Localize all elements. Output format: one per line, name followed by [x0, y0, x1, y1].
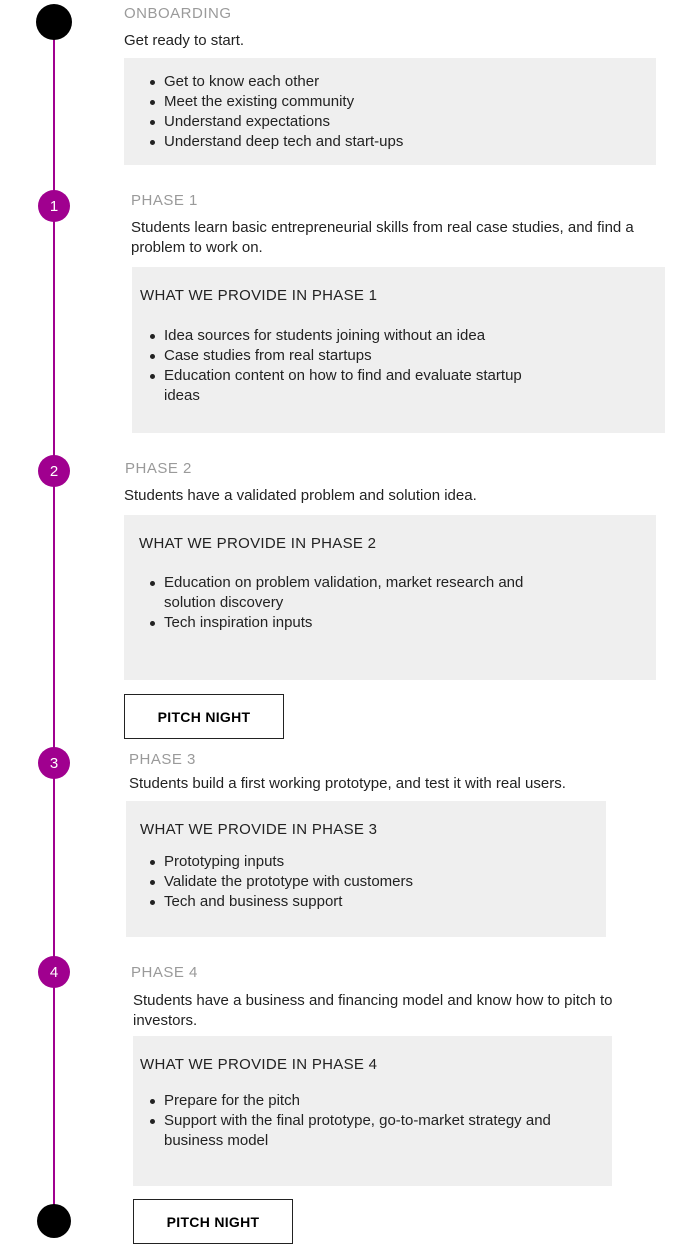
pitch-night-button[interactable]: PITCH NIGHT — [124, 694, 284, 739]
list-item: Get to know each other — [148, 72, 403, 92]
phase-2-box-title: WHAT WE PROVIDE IN PHASE 2 — [139, 535, 377, 552]
list-item: Tech and business support — [148, 892, 413, 912]
onboarding-list: Get to know each other Meet the existing… — [148, 72, 403, 152]
list-item: Meet the existing community — [148, 92, 403, 112]
list-item: Prototyping inputs — [148, 852, 413, 872]
phase-3-list: Prototyping inputs Validate the prototyp… — [148, 852, 413, 912]
phase-3-box-title: WHAT WE PROVIDE IN PHASE 3 — [140, 821, 378, 838]
phase-4-marker: 4 — [38, 956, 70, 988]
onboarding-description: Get ready to start. — [124, 32, 245, 49]
list-item: Idea sources for students joining withou… — [148, 326, 528, 346]
phase-2-list: Education on problem validation, market … — [148, 573, 568, 633]
phase-4-description: Students have a business and financing m… — [133, 992, 613, 1029]
phase-1-box-title: WHAT WE PROVIDE IN PHASE 1 — [140, 287, 378, 304]
phase-3-box: WHAT WE PROVIDE IN PHASE 3 Prototyping i… — [126, 801, 606, 937]
list-item: Validate the prototype with customers — [148, 872, 413, 892]
list-item: Education on problem validation, market … — [148, 573, 568, 613]
phase-2-box: WHAT WE PROVIDE IN PHASE 2 Education on … — [124, 515, 656, 680]
phase-2-label: PHASE 2 — [125, 460, 192, 477]
phase-1-box: WHAT WE PROVIDE IN PHASE 1 Idea sources … — [132, 267, 665, 433]
onboarding-label: ONBOARDING — [124, 5, 232, 22]
phase-3-description: Students build a first working prototype… — [129, 775, 566, 792]
phase-4-box-title: WHAT WE PROVIDE IN PHASE 4 — [140, 1056, 378, 1073]
list-item: Understand deep tech and start-ups — [148, 132, 403, 152]
list-item: Case studies from real startups — [148, 346, 528, 366]
phase-1-marker: 1 — [38, 190, 70, 222]
phase-3-label: PHASE 3 — [129, 751, 196, 768]
phase-1-description: Students learn basic entrepreneurial ski… — [131, 219, 634, 256]
onboarding-box: Get to know each other Meet the existing… — [124, 58, 656, 165]
list-item: Understand expectations — [148, 112, 403, 132]
timeline-end-dot — [37, 1204, 71, 1238]
phase-4-box: WHAT WE PROVIDE IN PHASE 4 Prepare for t… — [133, 1036, 612, 1186]
timeline-start-dot — [36, 4, 72, 40]
phase-2-description: Students have a validated problem and so… — [124, 487, 477, 504]
list-item: Prepare for the pitch — [148, 1091, 603, 1111]
phase-4-list: Prepare for the pitch Support with the f… — [148, 1091, 603, 1151]
phase-2-marker: 2 — [38, 455, 70, 487]
phase-1-list: Idea sources for students joining withou… — [148, 326, 528, 406]
list-item: Education content on how to find and eva… — [148, 366, 528, 406]
list-item: Tech inspiration inputs — [148, 613, 568, 633]
phase-3-marker: 3 — [38, 747, 70, 779]
phase-1-label: PHASE 1 — [131, 192, 198, 209]
pitch-night-button[interactable]: PITCH NIGHT — [133, 1199, 293, 1244]
list-item: Support with the final prototype, go-to-… — [148, 1111, 603, 1151]
timeline-line — [53, 20, 55, 1220]
phase-4-label: PHASE 4 — [131, 964, 198, 981]
